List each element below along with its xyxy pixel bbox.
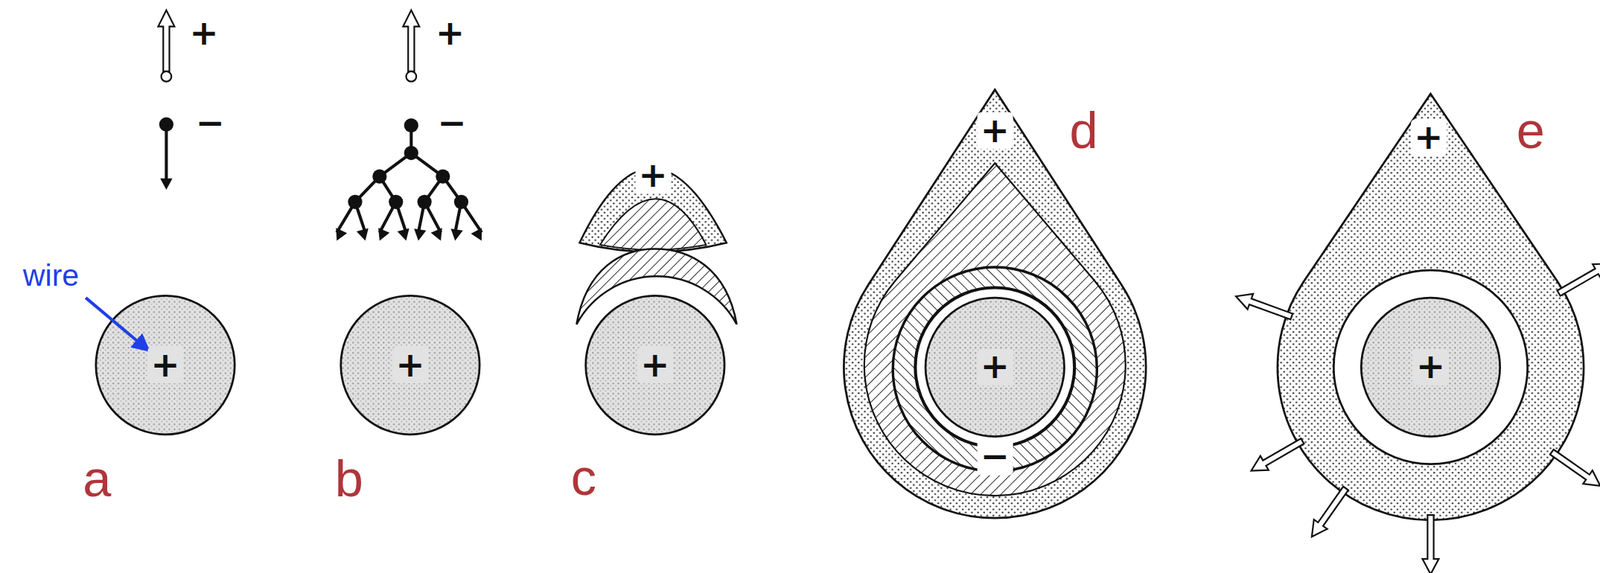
arrow-head (373, 227, 390, 243)
arrow-head (331, 227, 347, 244)
charge-sign: + (635, 157, 671, 194)
electron-path (454, 201, 461, 233)
sheath-boundary (915, 287, 1075, 447)
electron-path (396, 201, 407, 233)
arrow-head (160, 178, 172, 190)
charge-sign: + (147, 346, 183, 384)
arrow-head (356, 228, 372, 243)
callout-label: wire (23, 259, 79, 291)
charge-sign: + (977, 349, 1013, 386)
panel-letter: b (335, 454, 364, 506)
wire-region (585, 295, 725, 435)
wire-region (925, 297, 1064, 437)
charge-sign: + (637, 346, 673, 384)
arrow-head (412, 228, 427, 242)
electron-path (164, 124, 168, 182)
panel-letter: e (1516, 104, 1545, 157)
charge-sign: − (977, 438, 1013, 476)
positive-ion (161, 71, 172, 82)
charge-sign: + (1410, 119, 1446, 156)
electron-path (336, 201, 356, 233)
leader-line (85, 297, 149, 351)
wire-region (340, 295, 480, 435)
positive-ion (405, 71, 417, 82)
ion-cloud (1277, 93, 1584, 521)
charge-sign: + (392, 346, 428, 384)
charge-sign: + (435, 15, 465, 51)
electron-path (355, 201, 366, 233)
electron (372, 169, 387, 184)
hollow-arrow (1554, 256, 1600, 301)
electron-path (379, 201, 397, 233)
charge-sign: + (1413, 349, 1449, 386)
wire-region (96, 295, 235, 435)
wire-region (1361, 297, 1500, 437)
arrow-head (471, 227, 488, 244)
hollow-arrow (1232, 288, 1294, 325)
electron (404, 145, 419, 161)
panel-letter: c (571, 451, 597, 504)
arrow-head (431, 227, 447, 243)
electron-path (424, 201, 441, 233)
arrow-head (448, 228, 464, 242)
hollow-arrow (1547, 445, 1600, 493)
arrow-head (397, 228, 413, 243)
electron-path (418, 201, 425, 233)
electron-cloud (864, 163, 1126, 496)
hollow-arrow (1422, 515, 1440, 573)
electron-cloud (600, 198, 707, 251)
panel-letter: a (82, 454, 111, 506)
cleared-gap (1333, 270, 1528, 464)
charge-sign: + (977, 112, 1013, 149)
ion-cloud (843, 90, 1146, 519)
charge-sign: + (189, 15, 219, 51)
electron (435, 169, 450, 184)
charge-sign: − (195, 104, 225, 140)
charge-sign: − (437, 104, 467, 140)
panel-letter: d (1069, 104, 1098, 157)
electron (404, 118, 419, 133)
hollow-arrow (157, 10, 175, 72)
hollow-arrow (402, 10, 420, 72)
hollow-arrow (1247, 434, 1307, 478)
hollow-arrow (1305, 483, 1353, 543)
electron-path (460, 201, 481, 233)
